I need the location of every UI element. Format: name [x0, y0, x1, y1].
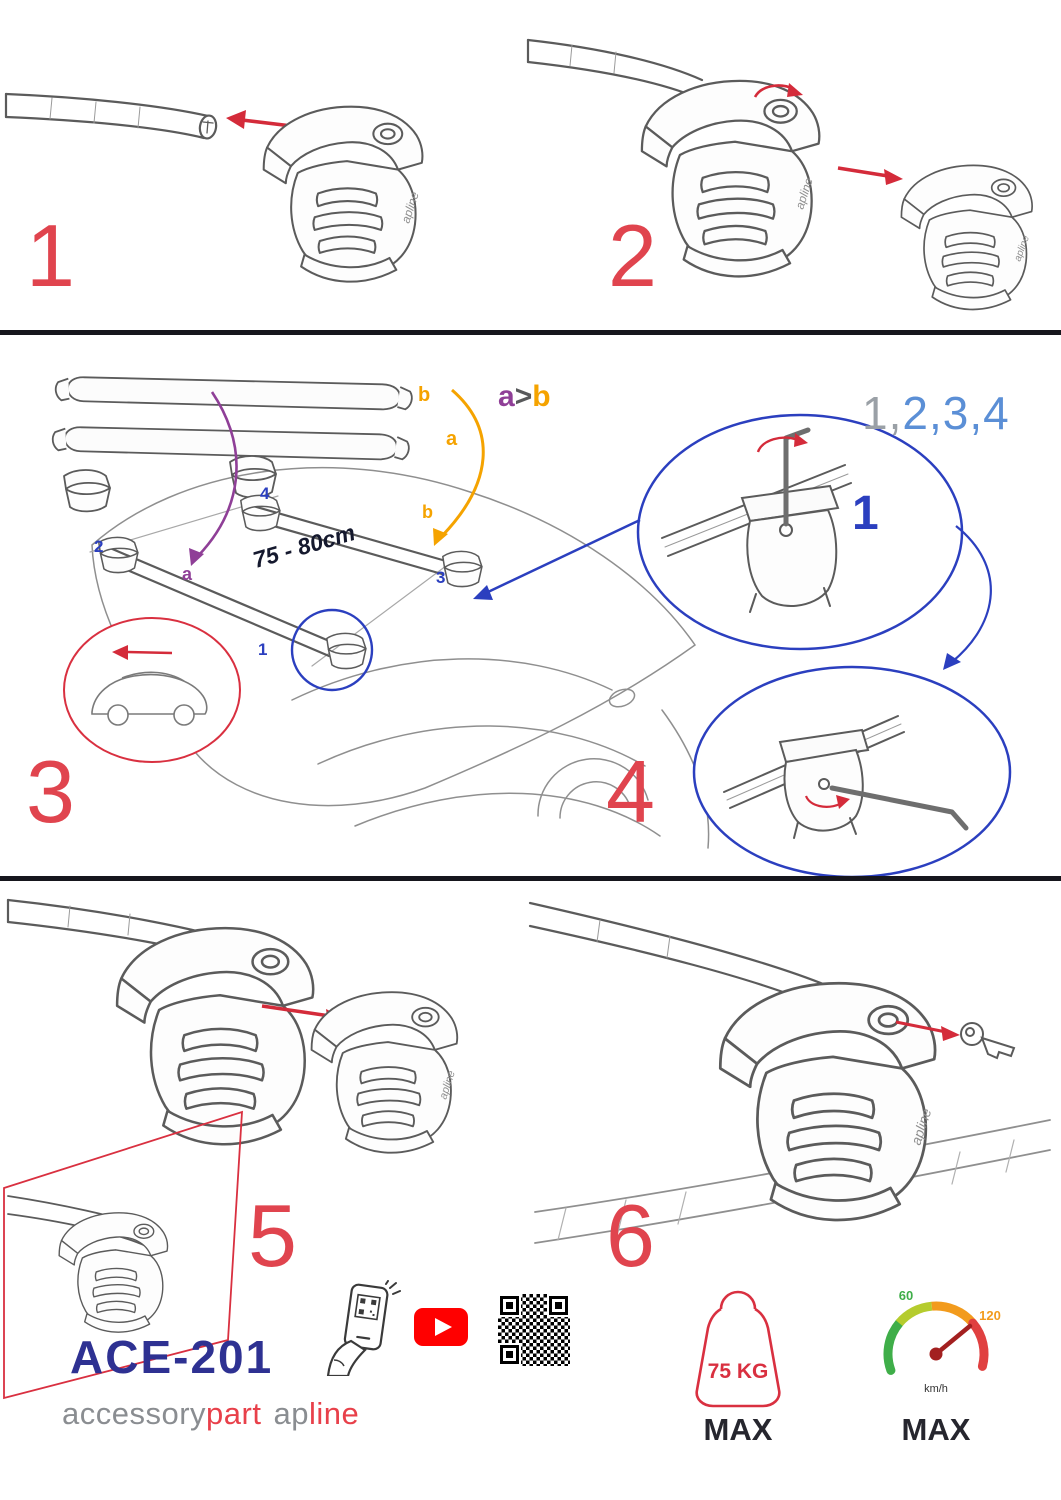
- foot-cover-drawing: [310, 991, 459, 1154]
- roof-clamp-2-label: 2: [94, 537, 104, 556]
- roof-installation-illustration: [51, 369, 1012, 878]
- mini-car-drawing: [91, 671, 208, 726]
- youtube-play-icon: [414, 1308, 468, 1346]
- detail-view-side-tighten: [692, 665, 1012, 878]
- weight-value: 75 KG: [708, 1360, 769, 1383]
- roof-bars-drawing: [104, 504, 448, 658]
- order-arrow-a: [189, 391, 238, 566]
- crossbar-drawing: [4, 92, 218, 140]
- weight-max-label: MAX: [703, 1412, 773, 1447]
- detail-callout-number: 1: [852, 487, 879, 540]
- step5-illustration: apline: [3, 898, 459, 1400]
- step-number-1: 1: [26, 206, 75, 305]
- brand-part: part: [206, 1396, 262, 1431]
- sequence-gray: 1,: [862, 387, 903, 439]
- detail-view-top-tighten: [636, 413, 964, 651]
- qr-finder-square: [500, 1345, 519, 1364]
- foot-clamp-drawing: [640, 79, 821, 278]
- clamp-claw-drawing: [326, 632, 367, 670]
- roof-clamp-4-label: 4: [260, 484, 270, 503]
- note-b: b: [532, 380, 551, 413]
- crossbar-drawing: [526, 38, 704, 100]
- step-number-3: 3: [26, 742, 75, 841]
- step-number-5: 5: [248, 1186, 297, 1285]
- brand-accessory: accessory: [62, 1396, 207, 1431]
- step1-illustration: apline: [4, 92, 424, 283]
- order-arrow-b: [433, 388, 485, 546]
- foot-clamp-drawing: [262, 105, 424, 283]
- step-number-2: 2: [608, 206, 657, 305]
- kit-bar-b-drawing: [54, 369, 414, 417]
- kit-bar-a-label: a: [446, 428, 458, 450]
- lock-key-icon: [960, 1022, 1016, 1060]
- note-gt: >: [514, 380, 533, 413]
- foot-clamp-drawing: [718, 981, 937, 1222]
- clamp-claw-drawing: [442, 550, 483, 588]
- allen-key-icon: [829, 785, 969, 831]
- roof-bar-a-label: a: [182, 564, 193, 584]
- step-number-6: 6: [606, 1186, 655, 1285]
- tighten-sequence-label: 1,2,3,4: [862, 386, 1010, 440]
- attach-arrow: [837, 166, 903, 185]
- note-a: a: [498, 380, 515, 413]
- speed-max-label: MAX: [901, 1412, 971, 1447]
- brand-line: line: [308, 1396, 360, 1431]
- foot-cover-drawing: [900, 164, 1033, 311]
- step2-illustration: apline apline: [526, 38, 1033, 311]
- section-divider: [0, 876, 1061, 881]
- qr-finder-square: [549, 1296, 568, 1315]
- speedometer-needle: [933, 1323, 973, 1357]
- roof-bar-b-label: b: [422, 502, 433, 522]
- detail-connector-arrow: [943, 525, 992, 670]
- kit-bar-b-label: b: [418, 384, 431, 406]
- roof-clamp-3-label: 3: [436, 568, 446, 587]
- qr-finder-square: [500, 1296, 519, 1315]
- bar-order-note: a>b: [498, 380, 551, 414]
- foot-clamp-drawing: [58, 1212, 169, 1333]
- qr-scan-phone-icon: [326, 1280, 401, 1376]
- weight-limit-icon: 75 KG: [695, 1290, 781, 1408]
- section-divider: [0, 330, 1061, 335]
- step6-illustration: apline: [528, 901, 1051, 1244]
- sequence-blue: 2,3,4: [902, 387, 1010, 439]
- speed-unit-label: km/h: [924, 1383, 948, 1395]
- roof-clamp-1-label: 1: [258, 640, 268, 659]
- qr-code-icon: [498, 1294, 570, 1366]
- car-direction-callout: [63, 617, 241, 763]
- speed-60-label: 60: [899, 1288, 913, 1303]
- brand-ap: ap: [273, 1396, 309, 1431]
- clamp-claw-drawing: [98, 536, 139, 574]
- speed-limit-icon: 60 120 km/h: [883, 1288, 1001, 1395]
- foot-clamp-drawing: [115, 926, 315, 1146]
- foot-highlight-circle: [290, 608, 374, 692]
- rotate-arrow: [753, 83, 803, 98]
- model-number: ACE-201: [70, 1331, 274, 1383]
- lock-arrow: [895, 1020, 960, 1041]
- mounted-foot-panel: [3, 1110, 243, 1400]
- detail-callout-arrow: [473, 518, 641, 600]
- clamp-claw-drawing: [63, 469, 111, 513]
- speed-120-label: 120: [979, 1308, 1001, 1323]
- step-number-4: 4: [606, 742, 655, 841]
